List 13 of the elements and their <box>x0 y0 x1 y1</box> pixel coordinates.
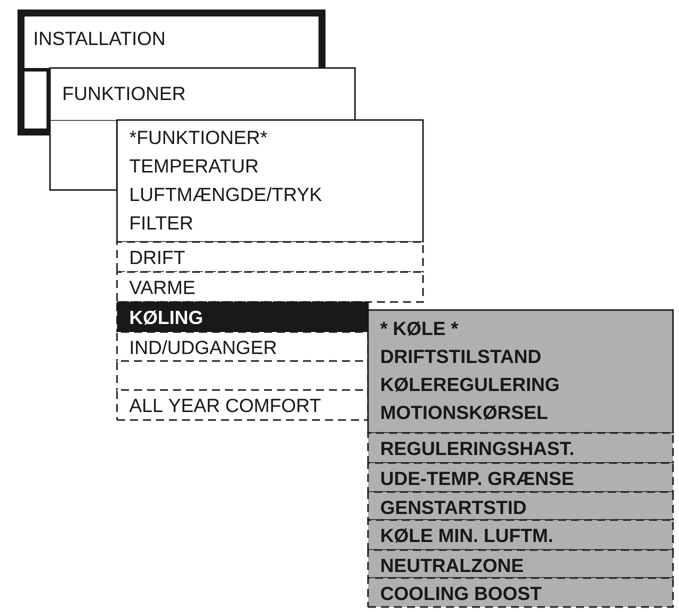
highlighted-menu-row: KØLING <box>116 301 369 333</box>
menu-row: ALL YEAR COMFORT <box>116 389 369 421</box>
menu-row <box>116 360 369 392</box>
submenu-row: REGULERINGSHAST. <box>367 432 674 464</box>
menu-box: INSTALLATION <box>18 10 326 68</box>
submenu-row: COOLING BOOST <box>367 577 674 608</box>
menu-row: IND/UDGANGER <box>116 331 369 363</box>
menu-row: DRIFT <box>116 241 424 273</box>
menu-row: VARME <box>116 271 424 303</box>
submenu-row: NEUTRALZONE <box>367 549 674 579</box>
submenu-row: KØLE MIN. LUFTM. <box>367 519 674 551</box>
submenu-row: GENSTARTSTID <box>367 491 674 521</box>
submenu-row: UDE-TEMP. GRÆNSE <box>367 462 674 493</box>
